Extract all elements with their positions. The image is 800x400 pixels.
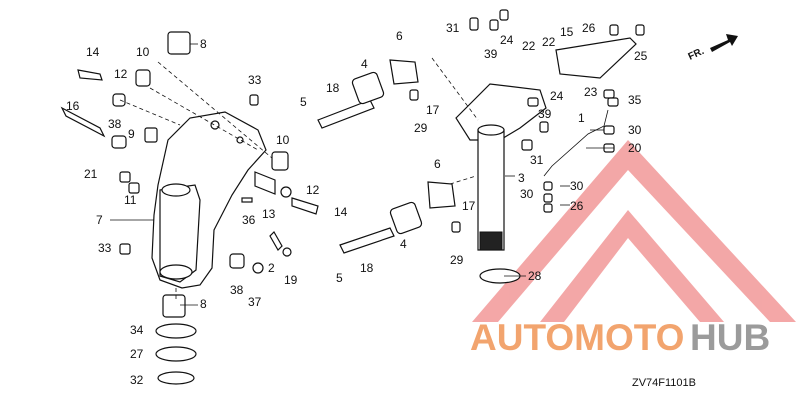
callout-13: 13 [262,207,276,221]
callout-20: 20 [628,141,642,155]
callout-35: 35 [628,93,642,107]
callout-18: 18 [360,261,374,275]
front-label: FR. [687,46,706,63]
callout-11: 11 [124,193,137,207]
callout-30: 30 [570,179,584,193]
callout-14: 14 [334,205,348,219]
callout-15: 15 [560,25,574,39]
arrow-icon [710,34,738,52]
callout-38: 38 [108,117,122,131]
callout-33: 33 [248,73,262,87]
leader-lines [110,43,614,306]
callout-31: 31 [446,21,460,35]
callout-37: 37 [248,295,262,309]
callout-10: 10 [136,45,150,59]
callout-19: 19 [284,273,298,287]
callout-36: 36 [242,213,256,227]
callout-14: 14 [86,45,100,59]
diagram-code: ZV74F1101B [632,377,696,389]
callout-21: 21 [84,167,98,181]
callout-4: 4 [361,57,368,71]
watermark-text: AUTOMOTO HUB [470,317,770,358]
front-direction-indicator: FR. [687,34,738,63]
callout-6: 6 [434,157,441,171]
callout-8: 8 [200,37,207,51]
callout-39: 39 [484,47,498,61]
callout-23: 23 [584,85,598,99]
callout-17: 17 [462,199,476,213]
swivel-bracket [151,111,267,289]
callout-8: 8 [200,297,207,311]
callout-5: 5 [336,271,343,285]
callout-9: 9 [128,127,135,141]
callout-22: 22 [522,39,536,53]
callout-22: 22 [542,35,556,49]
watermark-logo [472,140,796,322]
callout-10: 10 [276,133,290,147]
dashed-lines [119,57,479,300]
callout-2: 2 [268,261,275,275]
callout-labels: 1 2 3 4 4 5 5 6 6 7 8 8 9 10 10 11 12 12… [66,21,648,387]
callout-12: 12 [114,67,128,81]
steering-shaft [455,9,645,284]
callout-17: 17 [426,103,440,117]
callout-24: 24 [500,33,514,47]
callout-33: 33 [98,241,112,255]
callout-12: 12 [306,183,320,197]
callout-29: 29 [450,253,464,267]
callout-16: 16 [66,99,80,113]
callout-26: 26 [582,21,596,35]
watermark-word-2: HUB [690,317,770,358]
callout-1: 1 [578,111,585,125]
callout-26: 26 [570,199,584,213]
callout-6: 6 [396,29,403,43]
callout-29: 29 [414,121,428,135]
callout-24: 24 [550,89,564,103]
callout-3: 3 [518,171,525,185]
callout-27: 27 [130,347,144,361]
callout-5: 5 [300,95,307,109]
callout-31: 31 [530,153,544,167]
callout-32: 32 [130,373,144,387]
callout-28: 28 [528,269,542,283]
middle-parts [317,59,461,254]
callout-18: 18 [326,81,340,95]
callout-25: 25 [634,49,648,63]
callout-7: 7 [96,213,103,227]
callout-39: 39 [538,107,552,121]
callout-30: 30 [520,187,534,201]
callout-38: 38 [230,283,244,297]
callout-4: 4 [400,237,407,251]
callout-34: 34 [130,323,144,337]
left-small-parts [60,31,319,385]
callout-30: 30 [628,123,642,137]
watermark-word-1: AUTOMOTO [470,317,684,358]
